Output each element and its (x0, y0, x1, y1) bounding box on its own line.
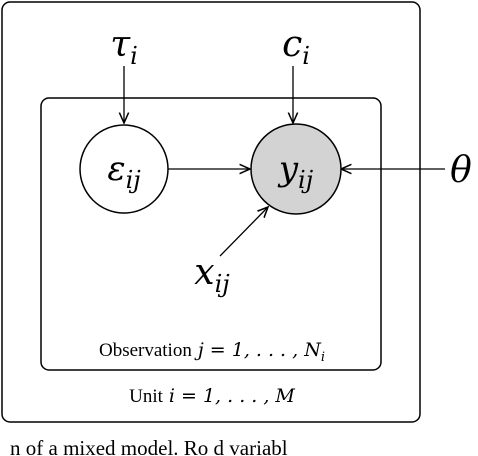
node-y (250, 123, 342, 215)
input-tau-label: τi (110, 24, 138, 70)
input-c-label: ci (282, 24, 310, 70)
figure-caption-fragment: n of a mixed model. Ro d variabl (10, 437, 288, 456)
edge-x-to-y (219, 207, 268, 257)
outer-plate (1, 1, 421, 423)
node-epsilon (79, 124, 169, 214)
input-theta-label: θ (450, 150, 472, 191)
node-y-label: yij (277, 149, 314, 194)
input-x-label: xij (194, 252, 230, 298)
inner-plate (40, 97, 382, 371)
node-epsilon-label: εij (107, 149, 141, 194)
